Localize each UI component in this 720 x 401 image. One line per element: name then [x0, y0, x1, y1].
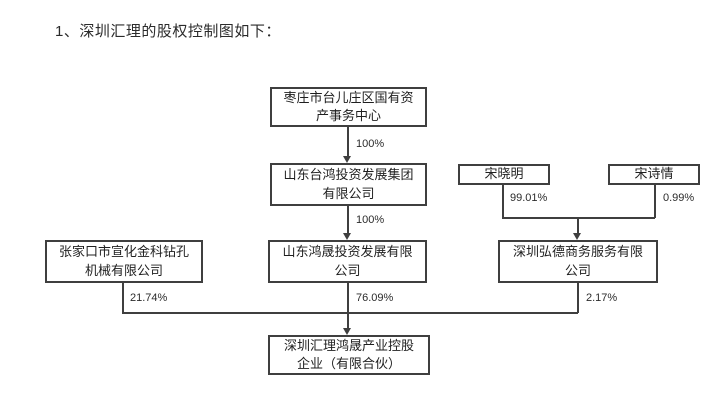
node-shandong-taihong: 山东台鸿投资发展集团 有限公司 [270, 163, 427, 206]
node-shenzhen-huili-hongsheng: 深圳汇理鸿晟产业控股 企业（有限合伙） [268, 335, 430, 375]
node-song-xiaoming-label: 宋晓明 [484, 166, 524, 182]
connector-xiaoming-down [502, 185, 504, 218]
node-huili-line1: 深圳汇理鸿晟产业控股 [283, 337, 414, 353]
node-hongsheng-line1: 山东鸿晟投资发展有限 [282, 244, 413, 260]
node-root-line2: 产事务中心 [315, 108, 381, 123]
connector-hongsheng-huili [347, 283, 349, 328]
connector-shiqing-down [654, 185, 656, 218]
connector-persons-gather [502, 217, 655, 219]
edge-label-root-taihong: 100% [356, 138, 385, 150]
node-song-shiqing-label: 宋诗情 [634, 166, 674, 182]
node-hongde-line1: 深圳弘德商务服务有限 [512, 244, 643, 260]
node-song-shiqing: 宋诗情 [608, 164, 700, 185]
node-zhangjiakou-line1: 张家口市宣化金科钻孔 [58, 244, 189, 260]
node-shandong-hongsheng: 山东鸿晟投资发展有限 公司 [268, 240, 427, 283]
edge-label-hongde-huili: 2.17% [586, 292, 618, 304]
node-zhangjiakou-line2: 机械有限公司 [84, 262, 163, 278]
edge-label-hongsheng-huili: 76.09% [356, 292, 394, 304]
node-taihong-line1: 山东台鸿投资发展集团 [283, 167, 414, 183]
edge-label-shiqing-hongde: 0.99% [663, 192, 695, 204]
node-huili-line2: 企业（有限合伙） [296, 356, 401, 371]
connector-gather-hongde [577, 217, 579, 233]
node-hongsheng-line2: 公司 [334, 262, 361, 278]
diagram-title: 1、深圳汇理的股权控制图如下： [55, 23, 281, 40]
arrow-down-icon [573, 233, 581, 240]
edge-label-zhangjiakou-huili: 21.74% [130, 292, 168, 304]
node-root-line1: 枣庄市台儿庄区国有资 [283, 89, 414, 105]
edge-label-xiaoming-hongde: 99.01% [510, 192, 548, 204]
node-song-xiaoming: 宋晓明 [458, 164, 550, 185]
node-taihong-line2: 有限公司 [322, 185, 375, 201]
connector-hongde-down [577, 283, 579, 313]
connector-root-taihong [347, 127, 349, 157]
arrow-down-icon [343, 233, 351, 240]
node-zhangjiakou-xuanhua: 张家口市宣化金科钻孔 机械有限公司 [45, 240, 203, 283]
connector-zhangjiakou-down [122, 283, 124, 313]
node-shenzhen-hongde: 深圳弘德商务服务有限 公司 [498, 240, 658, 283]
edge-label-taihong-hongsheng: 100% [356, 214, 385, 226]
arrow-down-icon [343, 156, 351, 163]
arrow-down-icon [343, 328, 351, 335]
node-hongde-line2: 公司 [564, 262, 591, 278]
node-root-state-asset-center: 枣庄市台儿庄区国有资 产事务中心 [270, 87, 427, 127]
connector-bottom-gather [122, 312, 578, 314]
connector-taihong-hongsheng [347, 206, 349, 233]
